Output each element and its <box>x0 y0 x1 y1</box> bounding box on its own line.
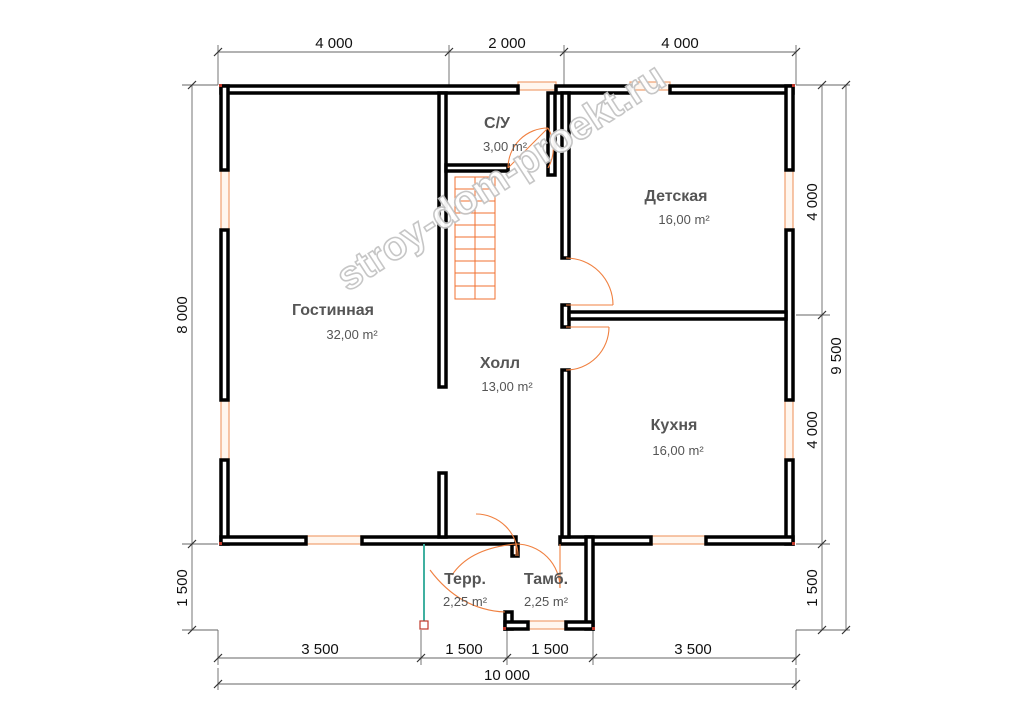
room-name-kids: Детская <box>644 188 707 205</box>
room-area-kitchen: 16,00 m² <box>652 443 704 458</box>
dim-right-lower: 4 000 <box>804 411 821 449</box>
walls <box>219 84 795 631</box>
dim-right-porch: 1 500 <box>804 569 821 607</box>
dimension-labels: 4 000 2 000 4 000 3 500 1 500 1 500 3 50… <box>174 35 845 684</box>
dim-bottom-2: 1 500 <box>445 641 483 658</box>
room-name-terrace: Терр. <box>444 571 486 588</box>
room-name-hall: Холл <box>480 355 520 372</box>
dim-top-2: 2 000 <box>488 35 526 52</box>
dim-total-height: 9 500 <box>828 337 845 375</box>
room-area-living: 32,00 m² <box>326 327 378 342</box>
dimension-lines <box>182 45 851 690</box>
dim-bottom-1: 3 500 <box>301 641 339 658</box>
doors <box>429 127 614 613</box>
room-area-bathroom: 3,00 m² <box>483 139 528 154</box>
corner-markers <box>219 84 795 630</box>
dim-left-main: 8 000 <box>174 296 191 334</box>
staircase <box>454 176 496 300</box>
room-area-kids: 16,00 m² <box>658 212 710 227</box>
room-name-kitchen: Кухня <box>651 417 698 434</box>
room-area-vestibule: 2,25 m² <box>524 594 569 609</box>
dim-top-1: 4 000 <box>315 35 353 52</box>
dim-right-upper: 4 000 <box>804 183 821 221</box>
room-labels: С/У 3,00 m² Детская 16,00 m² Гостинная 3… <box>292 115 710 609</box>
room-area-terrace: 2,25 m² <box>443 594 488 609</box>
dim-bottom-4: 3 500 <box>674 641 712 658</box>
room-name-vestibule: Тамб. <box>524 571 568 588</box>
dim-left-porch: 1 500 <box>174 569 191 607</box>
room-name-bathroom: С/У <box>484 115 511 132</box>
terrace-railing <box>419 544 429 630</box>
room-name-living: Гостинная <box>292 302 374 319</box>
dim-top-3: 4 000 <box>661 35 699 52</box>
room-area-hall: 13,00 m² <box>481 379 533 394</box>
dim-total-width: 10 000 <box>484 667 530 684</box>
dim-bottom-3: 1 500 <box>531 641 569 658</box>
